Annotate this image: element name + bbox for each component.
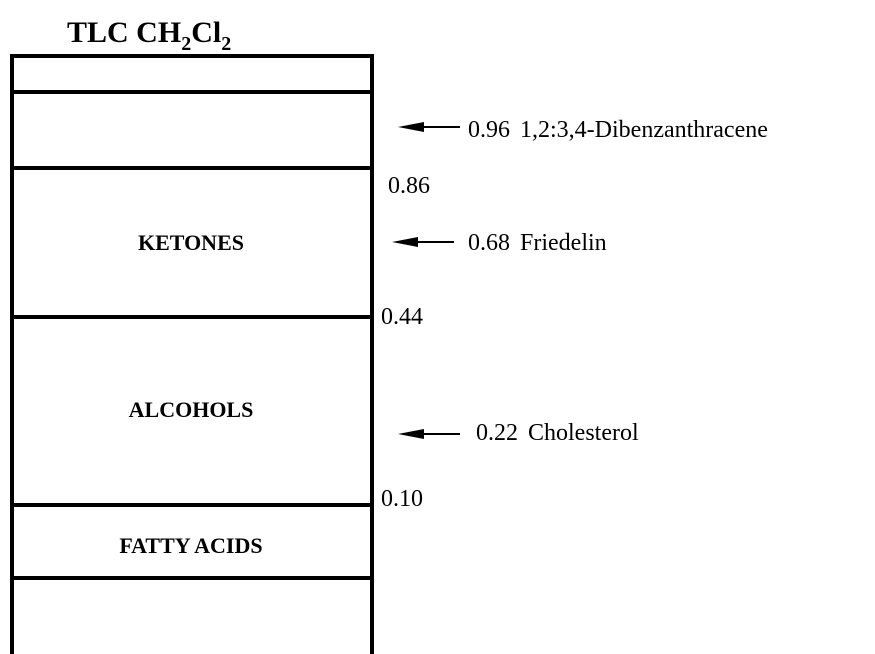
boundary-rf-label: 0.10 bbox=[381, 486, 423, 512]
compound-rf: 0.22 bbox=[476, 420, 518, 446]
title-subscript-2: 2 bbox=[221, 33, 231, 55]
compound-annotation: 0.68 Friedelin bbox=[468, 230, 607, 256]
arrow-icon bbox=[398, 429, 460, 439]
compound-rf: 0.68 bbox=[468, 230, 510, 256]
compound-name: Cholesterol bbox=[528, 420, 639, 446]
compound-annotation: 0.22 Cholesterol bbox=[476, 420, 639, 446]
zone-label-fatty-acids: FATTY ACIDS bbox=[119, 533, 262, 558]
compound-name: 1,2:3,4-Dibenzanthracene bbox=[520, 117, 768, 143]
diagram-title: TLC CH2Cl2 bbox=[67, 16, 231, 55]
tlc-plate bbox=[10, 54, 374, 654]
arrow-icon bbox=[398, 122, 460, 132]
zone-label-alcohols: ALCOHOLS bbox=[129, 397, 254, 422]
title-prefix: TLC CH bbox=[67, 16, 181, 49]
title-mid: Cl bbox=[191, 16, 221, 49]
boundary-rf-label: 0.44 bbox=[381, 304, 423, 330]
zone-label-ketones: KETONES bbox=[138, 230, 244, 255]
boundary-rf-label: 0.86 bbox=[388, 173, 430, 199]
compound-name: Friedelin bbox=[520, 230, 607, 256]
compound-annotation: 0.96 1,2:3,4-Dibenzanthracene bbox=[468, 117, 768, 143]
arrow-icon bbox=[392, 237, 454, 247]
title-subscript-1: 2 bbox=[181, 33, 191, 55]
compound-rf: 0.96 bbox=[468, 117, 510, 143]
